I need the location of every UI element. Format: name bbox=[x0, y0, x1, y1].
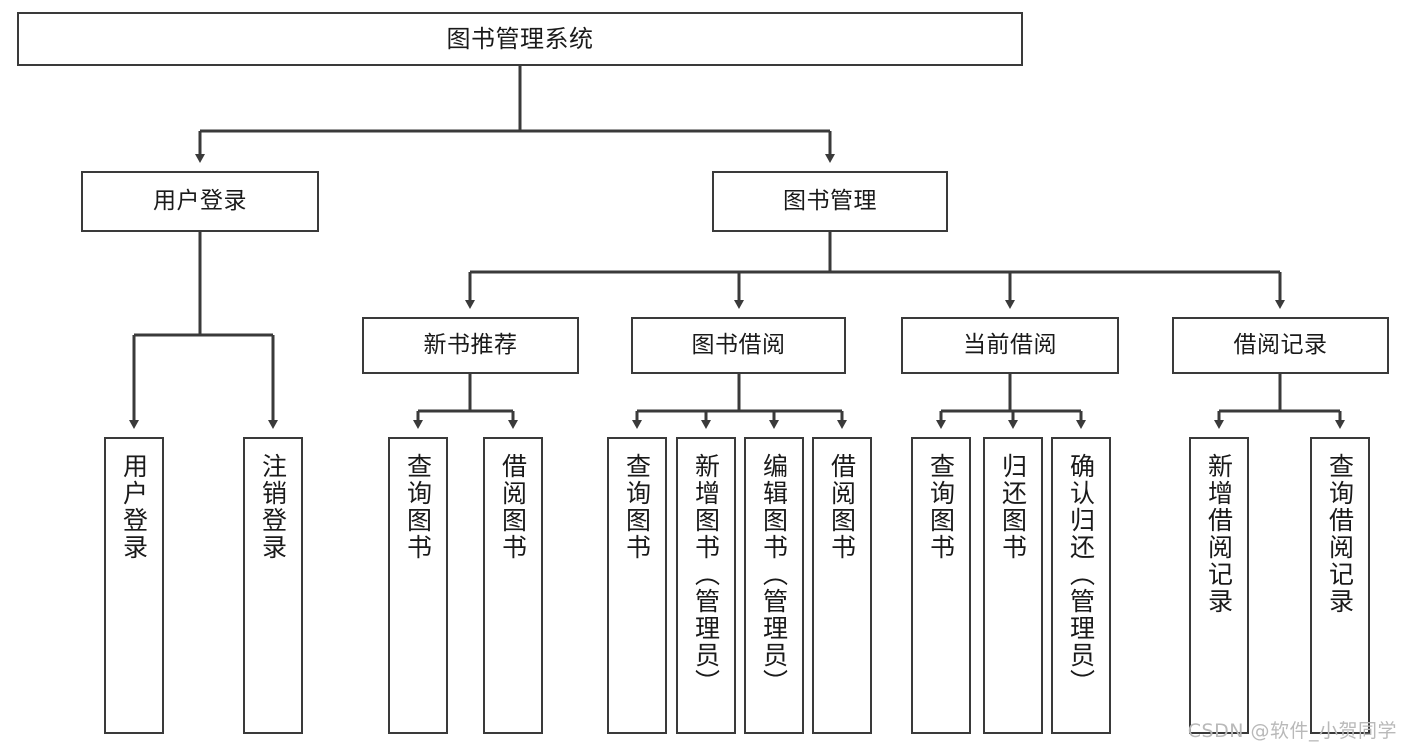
node-borrow-record-label: 借阅记录 bbox=[1233, 331, 1328, 358]
node-user-login-label: 用户登录 bbox=[153, 187, 247, 214]
leaf-confirm-return-admin-label: 确认归还（管理员） bbox=[1066, 453, 1096, 696]
node-root[interactable]: 图书管理系统 bbox=[17, 12, 1023, 66]
leaf-return-book[interactable]: 归还图书 bbox=[983, 437, 1043, 734]
node-user-login[interactable]: 用户登录 bbox=[81, 171, 319, 232]
leaf-edit-book-admin-label: 编辑图书（管理员） bbox=[759, 453, 789, 696]
leaf-current-query-book[interactable]: 查询图书 bbox=[911, 437, 971, 734]
leaf-query-borrow-record[interactable]: 查询借阅记录 bbox=[1310, 437, 1370, 734]
leaf-edit-book-admin[interactable]: 编辑图书（管理员） bbox=[744, 437, 804, 734]
node-book-management[interactable]: 图书管理 bbox=[712, 171, 948, 232]
node-book-borrow-label: 图书借阅 bbox=[691, 331, 786, 358]
node-new-book-recommend-label: 新书推荐 bbox=[423, 331, 518, 358]
leaf-add-borrow-record-label: 新增借阅记录 bbox=[1204, 453, 1234, 615]
leaf-logout[interactable]: 注销登录 bbox=[243, 437, 303, 734]
leaf-borrow-query-book[interactable]: 查询图书 bbox=[607, 437, 667, 734]
leaf-borrow-query-book-label: 查询图书 bbox=[622, 453, 652, 561]
leaf-add-borrow-record[interactable]: 新增借阅记录 bbox=[1189, 437, 1249, 734]
leaf-recommend-query-book-label: 查询图书 bbox=[403, 453, 433, 561]
leaf-recommend-borrow-book-label: 借阅图书 bbox=[498, 453, 528, 561]
node-current-borrow[interactable]: 当前借阅 bbox=[901, 317, 1119, 374]
leaf-return-book-label: 归还图书 bbox=[998, 453, 1028, 561]
leaf-user-login-label: 用户登录 bbox=[119, 453, 149, 561]
watermark: CSDN @软件_小贺同学 bbox=[1187, 720, 1397, 742]
node-root-label: 图书管理系统 bbox=[446, 24, 594, 53]
leaf-logout-label: 注销登录 bbox=[258, 453, 288, 561]
leaf-query-borrow-record-label: 查询借阅记录 bbox=[1325, 453, 1355, 615]
leaf-current-query-book-label: 查询图书 bbox=[926, 453, 956, 561]
node-book-borrow[interactable]: 图书借阅 bbox=[631, 317, 846, 374]
node-book-management-label: 图书管理 bbox=[783, 187, 877, 214]
node-borrow-record[interactable]: 借阅记录 bbox=[1172, 317, 1389, 374]
node-current-borrow-label: 当前借阅 bbox=[963, 331, 1057, 358]
leaf-recommend-borrow-book[interactable]: 借阅图书 bbox=[483, 437, 543, 734]
leaf-borrow-book[interactable]: 借阅图书 bbox=[812, 437, 872, 734]
leaf-confirm-return-admin[interactable]: 确认归还（管理员） bbox=[1051, 437, 1111, 734]
leaf-user-login[interactable]: 用户登录 bbox=[104, 437, 164, 734]
leaf-recommend-query-book[interactable]: 查询图书 bbox=[388, 437, 448, 734]
node-new-book-recommend[interactable]: 新书推荐 bbox=[362, 317, 579, 374]
leaf-add-book-admin-label: 新增图书（管理员） bbox=[691, 453, 721, 696]
leaf-borrow-book-label: 借阅图书 bbox=[827, 453, 857, 561]
leaf-add-book-admin[interactable]: 新增图书（管理员） bbox=[676, 437, 736, 734]
